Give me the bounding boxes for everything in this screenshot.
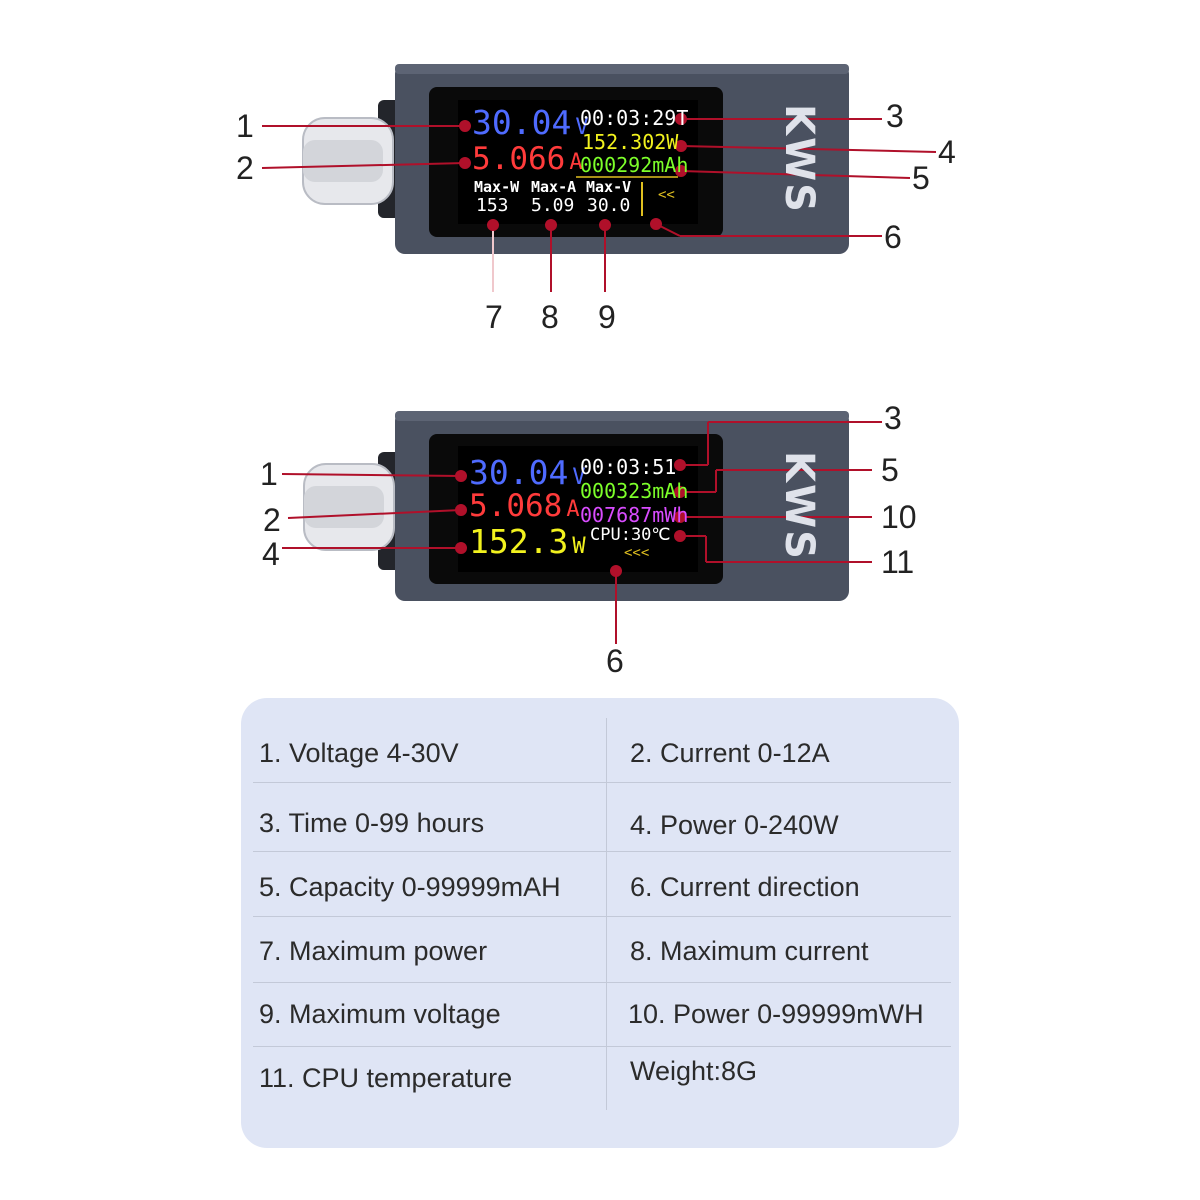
top-voltage-value: 30.04 bbox=[472, 103, 572, 142]
bottom-callout-5: 5 bbox=[881, 452, 899, 488]
bottom-callout-2: 2 bbox=[263, 502, 281, 538]
bottom-device-graphic bbox=[281, 411, 882, 644]
top-max-v-value: 30.0 bbox=[587, 195, 631, 216]
table-row-divider bbox=[253, 851, 951, 852]
table-row-divider bbox=[253, 1046, 951, 1047]
table-row-divider bbox=[253, 782, 951, 783]
table-column-divider bbox=[606, 718, 607, 1110]
spec-weight: Weight:8G bbox=[630, 1056, 758, 1086]
top-current-value: 5.066 bbox=[472, 141, 566, 177]
bottom-time-readout: 00:03:51 bbox=[580, 455, 677, 479]
top-max-w-value: 153 bbox=[476, 195, 509, 216]
top-time-value: 00:03:29 bbox=[580, 106, 677, 130]
top-direction-arrows: << bbox=[658, 187, 675, 203]
top-time-flag: T bbox=[676, 106, 689, 130]
bottom-callout-1: 1 bbox=[260, 456, 278, 492]
spec-capacity: 5. Capacity 0-99999mAH bbox=[259, 872, 561, 902]
top-max-a-label: Max-A bbox=[531, 178, 577, 196]
top-max-v-label: Max-V bbox=[586, 178, 632, 196]
bottom-callout-10: 10 bbox=[881, 499, 917, 535]
spec-power: 4. Power 0-240W bbox=[630, 810, 839, 840]
bottom-power-unit: W bbox=[572, 534, 586, 559]
bottom-voltage-value: 30.04 bbox=[469, 453, 569, 492]
top-capacity-readout: 000292mAh bbox=[580, 153, 689, 177]
spec-time: 3. Time 0-99 hours bbox=[259, 808, 485, 838]
bottom-callout-11: 11 bbox=[881, 544, 915, 580]
top-callout-2: 2 bbox=[236, 150, 254, 186]
bottom-callout-6: 6 bbox=[606, 643, 624, 679]
spec-energy: 10. Power 0-99999mWH bbox=[628, 999, 924, 1029]
top-callout-8: 8 bbox=[541, 299, 559, 335]
spec-max-current: 8. Maximum current bbox=[630, 936, 869, 966]
bottom-energy-readout: 007687mWh bbox=[580, 503, 689, 527]
top-callout-9: 9 bbox=[598, 299, 616, 335]
bottom-current-value: 5.068 bbox=[469, 488, 563, 524]
bottom-cpu-temp-readout: CPU:30℃ bbox=[590, 525, 671, 545]
bottom-capacity-readout: 000323mAh bbox=[580, 479, 689, 503]
top-callout-4: 4 bbox=[938, 134, 956, 170]
top-callout-5: 5 bbox=[912, 160, 930, 196]
bottom-brand-logo: KWS bbox=[775, 451, 822, 561]
top-callout-3: 3 bbox=[886, 98, 904, 134]
top-max-w-label: Max-W bbox=[474, 178, 520, 196]
top-power-readout: 152.302W bbox=[582, 130, 679, 154]
spec-current: 2. Current 0-12A bbox=[630, 738, 830, 768]
spec-cpu-temperature: 11. CPU temperature bbox=[259, 1063, 513, 1093]
top-callout-6: 6 bbox=[884, 219, 902, 255]
top-voltage-unit: V bbox=[575, 115, 589, 140]
top-callout-7: 7 bbox=[485, 299, 503, 335]
table-row-divider bbox=[253, 982, 951, 983]
spec-current-direction: 6. Current direction bbox=[630, 872, 860, 902]
bottom-current-unit: A bbox=[566, 497, 580, 522]
bottom-power-value: 152.3 bbox=[469, 522, 569, 561]
spec-max-voltage: 9. Maximum voltage bbox=[259, 999, 501, 1029]
bottom-callout-4: 4 bbox=[262, 536, 280, 572]
top-current-unit: A bbox=[569, 150, 583, 175]
top-device-graphic bbox=[261, 64, 937, 292]
bottom-voltage-unit: V bbox=[572, 465, 586, 490]
specs-table: 1. Voltage 4-30V 2. Current 0-12A 3. Tim… bbox=[241, 698, 959, 1148]
top-brand-logo: KWS bbox=[775, 104, 822, 214]
top-time-readout: 00:03:29T bbox=[580, 108, 688, 128]
table-row-divider bbox=[253, 916, 951, 917]
spec-voltage: 1. Voltage 4-30V bbox=[259, 738, 459, 768]
spec-max-power: 7. Maximum power bbox=[259, 936, 488, 966]
bottom-direction-arrows: <<< bbox=[624, 545, 650, 561]
top-max-a-value: 5.09 bbox=[531, 195, 575, 216]
top-callout-1: 1 bbox=[236, 108, 254, 144]
bottom-callout-3: 3 bbox=[884, 400, 902, 436]
